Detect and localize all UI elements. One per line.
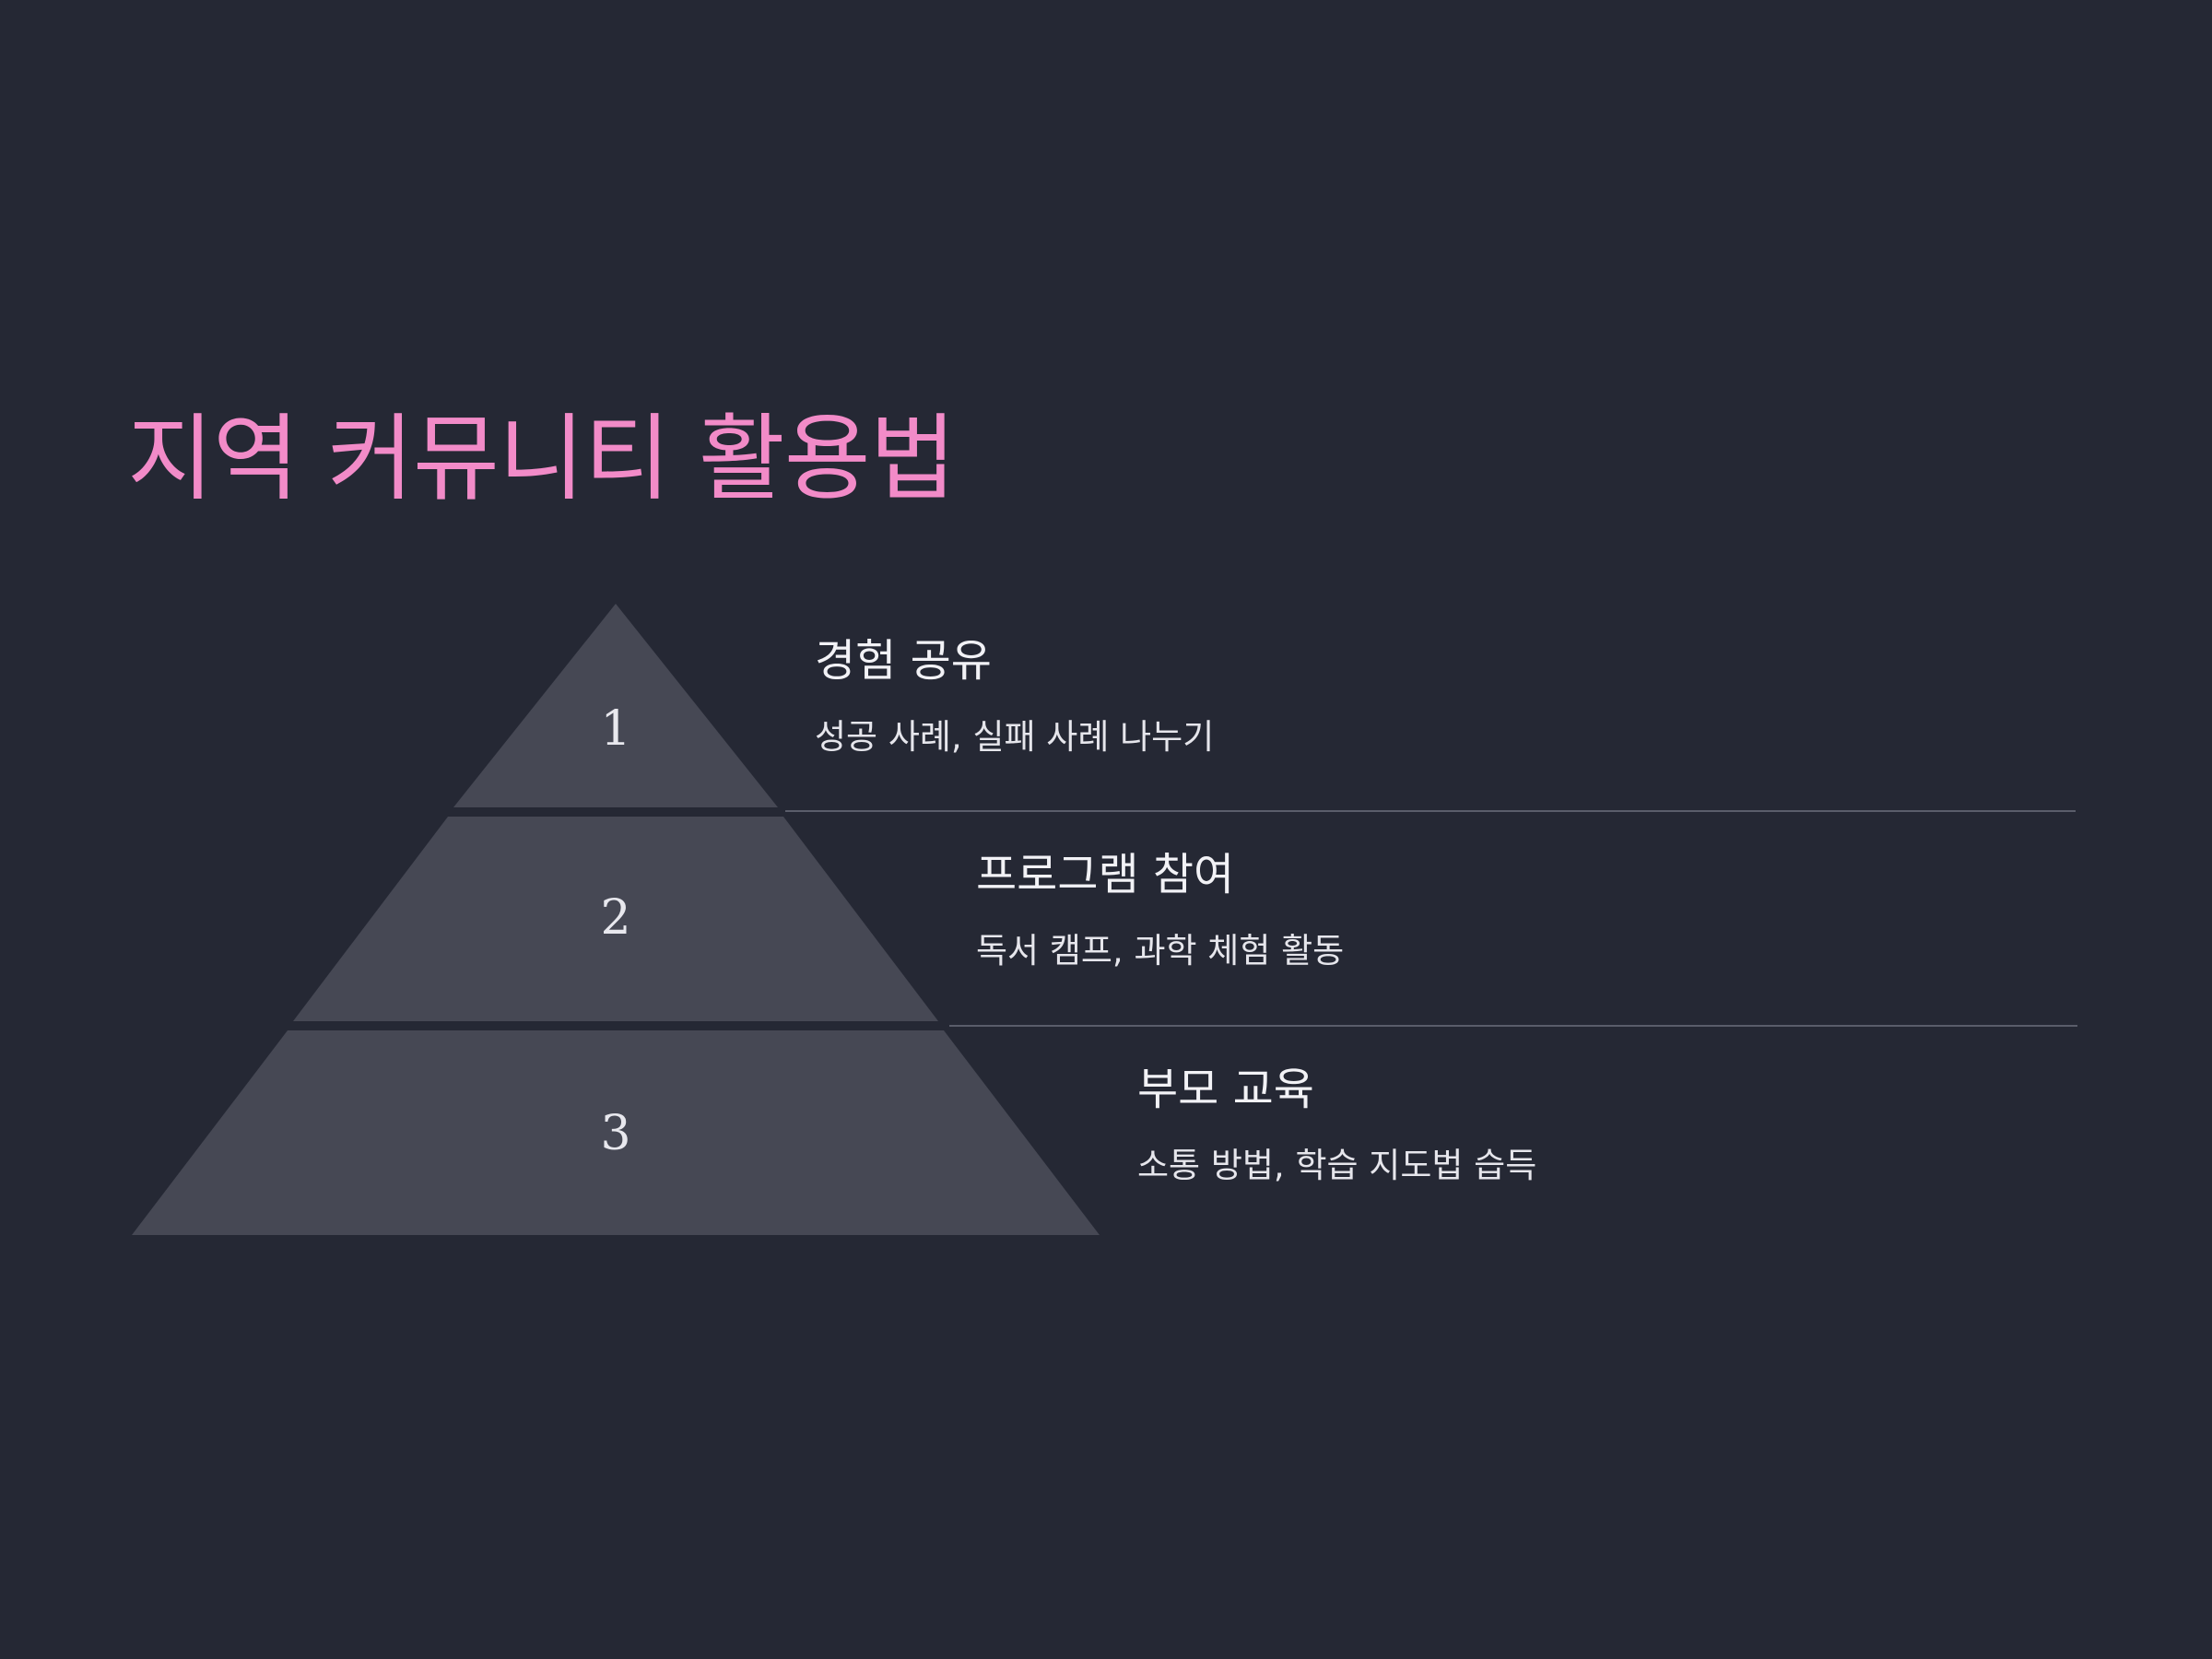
tier-3-text: 부모 교육 소통 방법, 학습 지도법 습득 [1137,1067,1536,1182]
pyramid-tier-1 [453,604,778,807]
tier-3-heading: 부모 교육 [1137,1064,1314,1115]
pyramid-tier-2 [293,817,938,1021]
tier-2-description: 독서 캠프, 과학 체험 활동 [976,931,1345,971]
tier-2-text: 프로그램 참여 독서 캠프, 과학 체험 활동 [976,853,1344,968]
tier-1-description: 성공 사례, 실패 사례 나누기 [815,717,1215,757]
tier-2-heading: 프로그램 참여 [976,849,1235,900]
tier-number-1: 1 [600,701,630,757]
divider-2 [949,1025,2077,1027]
tier-number-2: 2 [600,890,630,946]
pyramid-tier-3 [132,1030,1100,1235]
tier-number-3: 3 [600,1106,630,1161]
tier-1-heading: 경험 공유 [815,635,992,687]
tier-3-description: 소통 방법, 학습 지도법 습득 [1137,1146,1537,1185]
divider-1 [785,810,2076,812]
tier-1-text: 경험 공유 성공 사례, 실패 사례 나누기 [815,639,1214,754]
slide-title: 지역 커뮤니티 활용법 [127,405,956,514]
